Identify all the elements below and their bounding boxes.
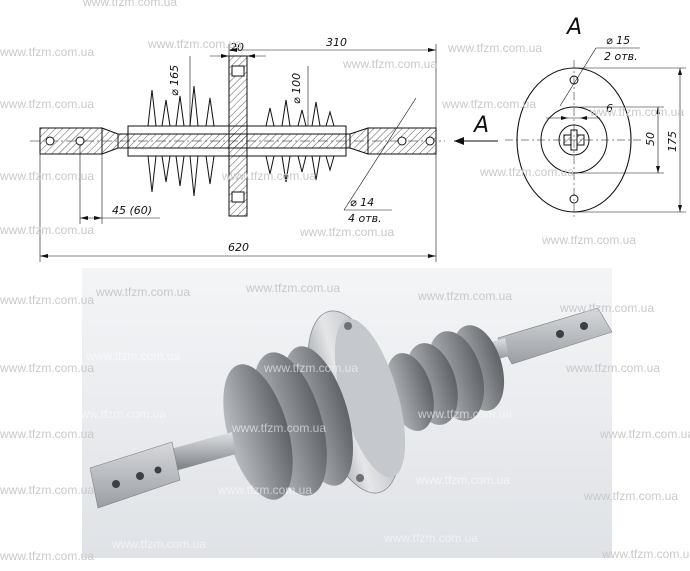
watermark-text: www.tfzm.com.ua: [111, 537, 206, 551]
watermark-text: www.tfzm.com.ua: [342, 57, 437, 71]
view-marker-a: A: [472, 113, 489, 138]
watermark-text: www.tfzm.com.ua: [0, 549, 94, 563]
watermark-text: www.tfzm.com.ua: [599, 427, 690, 441]
watermark-text: www.tfzm.com.ua: [0, 223, 94, 237]
watermark-text: www.tfzm.com.ua: [95, 285, 190, 299]
watermark-text: www.tfzm.com.ua: [231, 421, 326, 435]
watermark-text: www.tfzm.com.ua: [147, 37, 242, 51]
watermark-text: www.tfzm.com.ua: [383, 531, 478, 545]
view-a-outer-dim: 175: [666, 131, 679, 152]
watermark-text: www.tfzm.com.ua: [0, 361, 94, 375]
watermark-text: www.tfzm.com.ua: [447, 41, 542, 55]
watermark-text: www.tfzm.com.ua: [0, 169, 94, 183]
watermark-text: www.tfzm.com.ua: [417, 289, 512, 303]
watermark-text: www.tfzm.com.ua: [565, 361, 660, 375]
watermark-text: www.tfzm.com.ua: [559, 301, 654, 315]
dim-flange-thickness: 20: [230, 41, 244, 54]
watermark-text: www.tfzm.com.ua: [299, 225, 394, 239]
render-view: [82, 268, 613, 558]
watermark-text: www.tfzm.com.ua: [589, 105, 684, 119]
watermark-text: www.tfzm.com.ua: [0, 483, 94, 497]
watermark-text: www.tfzm.com.ua: [0, 45, 94, 59]
watermark-text: www.tfzm.com.ua: [221, 169, 316, 183]
watermark-text: www.tfzm.com.ua: [0, 97, 94, 111]
side-view: 620 310 20 ⌀ 165 ⌀ 100 45 (60) ⌀ 14 4 от…: [30, 36, 498, 262]
watermark-text: www.tfzm.com.ua: [0, 293, 94, 307]
watermark-text: www.tfzm.com.ua: [217, 483, 312, 497]
view-a-hole-count: 2 отв.: [604, 50, 638, 63]
watermark-text: www.tfzm.com.ua: [0, 427, 94, 441]
watermark-text: www.tfzm.com.ua: [601, 547, 690, 561]
watermark-text: www.tfzm.com.ua: [417, 407, 512, 421]
view-a-title: A: [565, 15, 582, 40]
watermark-text: www.tfzm.com.ua: [479, 165, 574, 179]
watermark-text: www.tfzm.com.ua: [541, 233, 636, 247]
watermark-text: www.tfzm.com.ua: [82, 0, 177, 9]
watermark-text: www.tfzm.com.ua: [71, 407, 166, 421]
dim-flange-to-end: 310: [326, 36, 347, 49]
watermark-text: www.tfzm.com.ua: [85, 349, 180, 363]
watermark-text: www.tfzm.com.ua: [245, 281, 340, 295]
watermark-text: www.tfzm.com.ua: [441, 97, 536, 111]
dim-end-length: 45 (60): [112, 204, 152, 217]
watermark-text: www.tfzm.com.ua: [583, 489, 678, 503]
dim-overall-length: 620: [228, 241, 249, 254]
dim-flange-diameter: ⌀ 165: [168, 65, 181, 96]
view-a-slot-dim: 6: [606, 102, 613, 115]
dim-rib-diameter: ⌀ 100: [290, 73, 303, 104]
watermark-text: www.tfzm.com.ua: [263, 361, 358, 375]
dim-hole-count: 4 отв.: [348, 212, 382, 225]
view-a-inner-dim: 50: [644, 132, 657, 146]
view-a: A ⌀ 15 2 отв. 6 50 175: [505, 15, 686, 220]
dim-hole-diameter: ⌀ 14: [350, 196, 374, 209]
watermark-text: www.tfzm.com.ua: [415, 473, 510, 487]
view-a-hole-diameter: ⌀ 15: [606, 34, 630, 47]
